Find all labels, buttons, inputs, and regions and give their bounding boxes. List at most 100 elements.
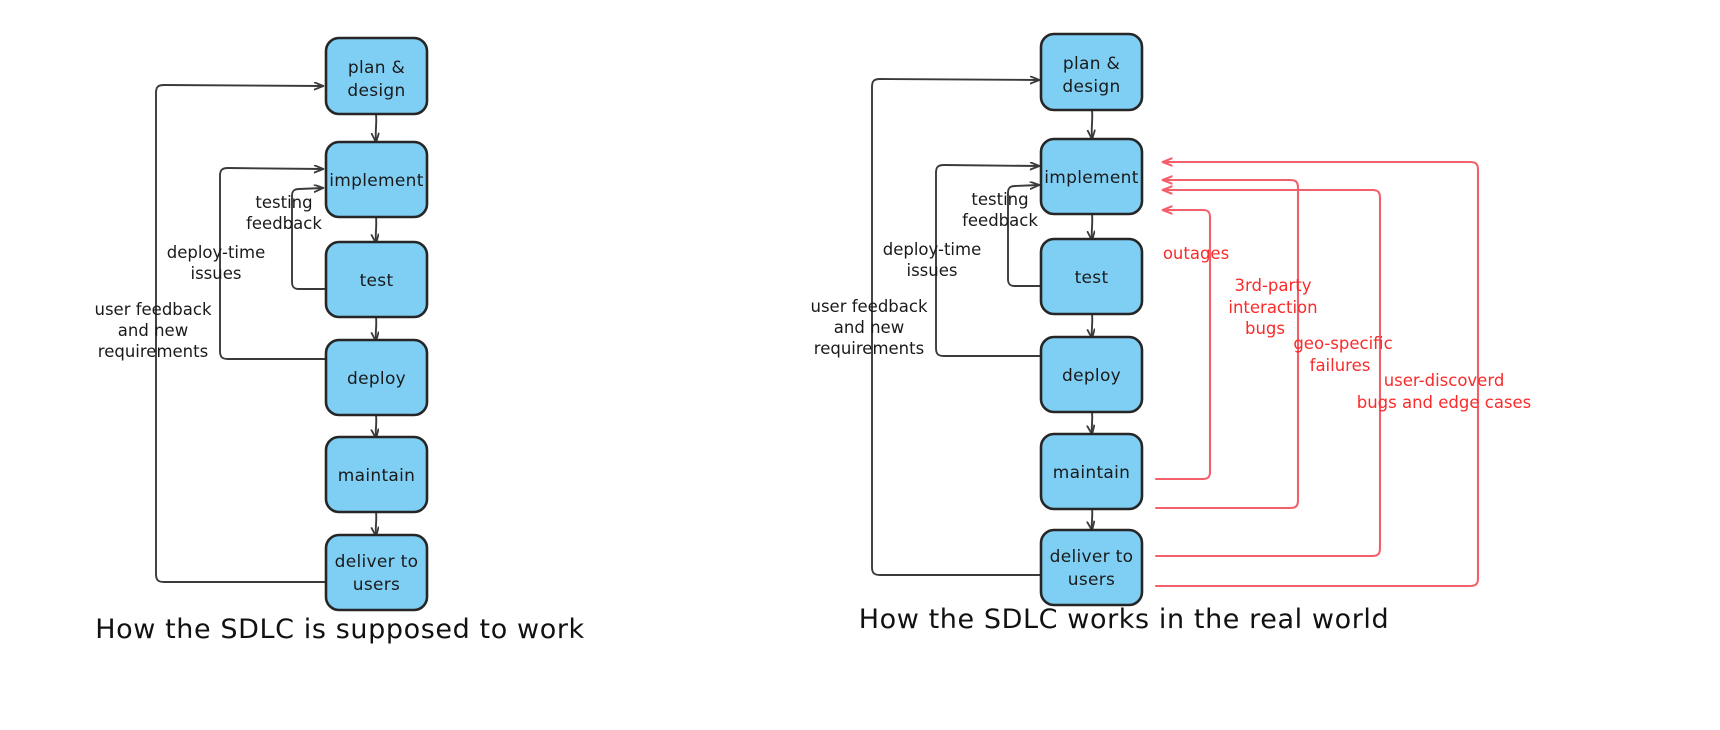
node-implement-shape[interactable] — [324, 140, 429, 219]
edge-user-discovered-bugs — [1154, 190, 1382, 558]
node-deploy-shape[interactable] — [1039, 335, 1144, 414]
label-geo-specific-line2: failures — [1310, 356, 1371, 375]
node-deliver-to-users-shape[interactable] — [1039, 528, 1144, 607]
node-test[interactable]: test — [324, 240, 429, 319]
label-user-discovered-bugs: user-discoverd bugs and edge cases — [1357, 371, 1532, 412]
label-testing-feedback-line1: testing — [971, 190, 1028, 209]
label-third-party-line3: bugs — [1245, 319, 1285, 338]
edge-implement-to-test — [1092, 212, 1093, 240]
node-deliver-to-users-shape[interactable] — [324, 533, 429, 612]
label-user-feedback-line1: user feedback — [94, 300, 211, 319]
node-plan-design[interactable]: plan & design — [1039, 32, 1144, 112]
label-geo-specific-failures: geo-specific failures — [1293, 334, 1392, 375]
node-deploy-label: deploy — [1062, 366, 1121, 386]
edge-testing-feedback — [291, 188, 326, 290]
node-deploy-shape[interactable] — [324, 338, 429, 417]
node-deliver-to-users-line1: deliver to — [1050, 547, 1134, 567]
node-plan-design-line2: design — [347, 81, 405, 101]
node-plan-design[interactable]: plan & design — [324, 36, 429, 116]
node-deliver-to-users-line2: users — [353, 575, 400, 595]
label-user-feedback: user feedback and new requirements — [810, 297, 927, 358]
real-nodes: plan & design implement test deploy main… — [1039, 32, 1144, 607]
edge-user-feedback — [155, 85, 326, 583]
edge-testing-feedback — [1007, 185, 1042, 287]
edge-deploy-time-issues — [219, 168, 326, 360]
edge-deploy-to-maintain — [1092, 410, 1093, 434]
real-feedback-edges — [871, 79, 1042, 576]
label-testing-feedback: testing feedback — [962, 190, 1038, 230]
node-plan-design-line2: design — [1062, 77, 1120, 97]
node-plan-design-shape[interactable] — [324, 36, 429, 116]
node-implement-shape[interactable] — [1039, 137, 1144, 216]
node-maintain-shape[interactable] — [1039, 432, 1144, 511]
node-maintain-label: maintain — [338, 466, 415, 486]
label-third-party-line2: interaction — [1228, 298, 1317, 317]
label-deploy-time-issues-line1: deploy-time — [167, 243, 265, 262]
label-third-party-line1: 3rd-party — [1234, 276, 1311, 295]
node-deliver-to-users[interactable]: deliver to users — [324, 533, 429, 612]
edge-plan-to-implement — [376, 113, 377, 142]
node-test[interactable]: test — [1039, 237, 1144, 316]
node-plan-design-shape[interactable] — [1039, 32, 1144, 112]
node-test-label: test — [360, 271, 394, 291]
node-deploy[interactable]: deploy — [324, 338, 429, 417]
edge-user-feedback — [871, 79, 1042, 576]
node-implement[interactable]: implement — [1039, 137, 1144, 216]
real-feedback-labels: testing feedback deploy-time issues user… — [810, 190, 1038, 358]
label-user-feedback: user feedback and new requirements — [94, 300, 211, 361]
edge-plan-to-implement — [1092, 109, 1093, 139]
ideal-nodes: plan & design implement test deploy main… — [324, 36, 429, 612]
edge-third-party-interaction-bugs — [1154, 180, 1300, 510]
edge-deploy-to-maintain — [376, 413, 377, 438]
label-user-discovered-line1: user-discoverd — [1384, 371, 1505, 390]
label-user-feedback-line2: and new — [118, 321, 188, 340]
label-testing-feedback-line2: feedback — [962, 211, 1038, 230]
diagram-real-world: plan & design implement test deploy main… — [810, 32, 1531, 635]
label-deploy-time-issues-line1: deploy-time — [883, 240, 981, 259]
label-third-party-interaction-bugs: 3rd-party interaction bugs — [1228, 276, 1317, 338]
ideal-feedback-labels: testing feedback deploy-time issues user… — [94, 193, 322, 361]
label-geo-specific-line1: geo-specific — [1293, 334, 1392, 353]
label-deploy-time-issues: deploy-time issues — [167, 243, 265, 283]
node-implement[interactable]: implement — [324, 140, 429, 219]
label-user-feedback-line1: user feedback — [810, 297, 927, 316]
node-maintain-label: maintain — [1053, 463, 1130, 483]
caption-real-world: How the SDLC works in the real world — [859, 604, 1390, 635]
label-user-feedback-line2: and new — [834, 318, 904, 337]
node-maintain[interactable]: maintain — [324, 435, 429, 514]
node-deliver-to-users-line1: deliver to — [335, 552, 419, 572]
label-deploy-time-issues-line2: issues — [191, 264, 242, 283]
node-test-shape[interactable] — [324, 240, 429, 319]
label-testing-feedback-line2: feedback — [246, 214, 322, 233]
edge-maintain-to-deliver — [1092, 506, 1093, 530]
node-maintain-shape[interactable] — [324, 435, 429, 514]
edge-test-to-deploy — [1092, 312, 1093, 338]
label-deploy-time-issues-line2: issues — [907, 261, 958, 280]
label-deploy-time-issues: deploy-time issues — [883, 240, 981, 280]
diagram-ideal: plan & design implement test deploy main… — [94, 36, 584, 645]
edge-maintain-to-deliver — [376, 510, 377, 536]
node-test-shape[interactable] — [1039, 237, 1144, 316]
label-outages: outages — [1163, 244, 1229, 263]
edge-outages — [1154, 210, 1212, 481]
label-user-feedback-line3: requirements — [98, 342, 208, 361]
node-implement-label: implement — [1044, 168, 1138, 188]
label-testing-feedback-line1: testing — [255, 193, 312, 212]
node-maintain[interactable]: maintain — [1039, 432, 1144, 511]
label-testing-feedback: testing feedback — [246, 193, 322, 233]
node-test-label: test — [1075, 268, 1109, 288]
ideal-feedback-edges — [155, 85, 326, 583]
label-user-discovered-line2: bugs and edge cases — [1357, 393, 1532, 412]
edge-implement-to-test — [376, 215, 377, 243]
node-deliver-to-users[interactable]: deliver to users — [1039, 528, 1144, 607]
node-deploy[interactable]: deploy — [1039, 335, 1144, 414]
node-implement-label: implement — [329, 171, 423, 191]
node-deliver-to-users-line2: users — [1068, 570, 1115, 590]
node-plan-design-line1: plan & — [1063, 54, 1120, 74]
label-outages-line1: outages — [1163, 244, 1229, 263]
node-plan-design-line1: plan & — [348, 58, 405, 78]
label-user-feedback-line3: requirements — [814, 339, 924, 358]
real-problem-labels: outages 3rd-party interaction bugs geo-s… — [1163, 244, 1531, 412]
